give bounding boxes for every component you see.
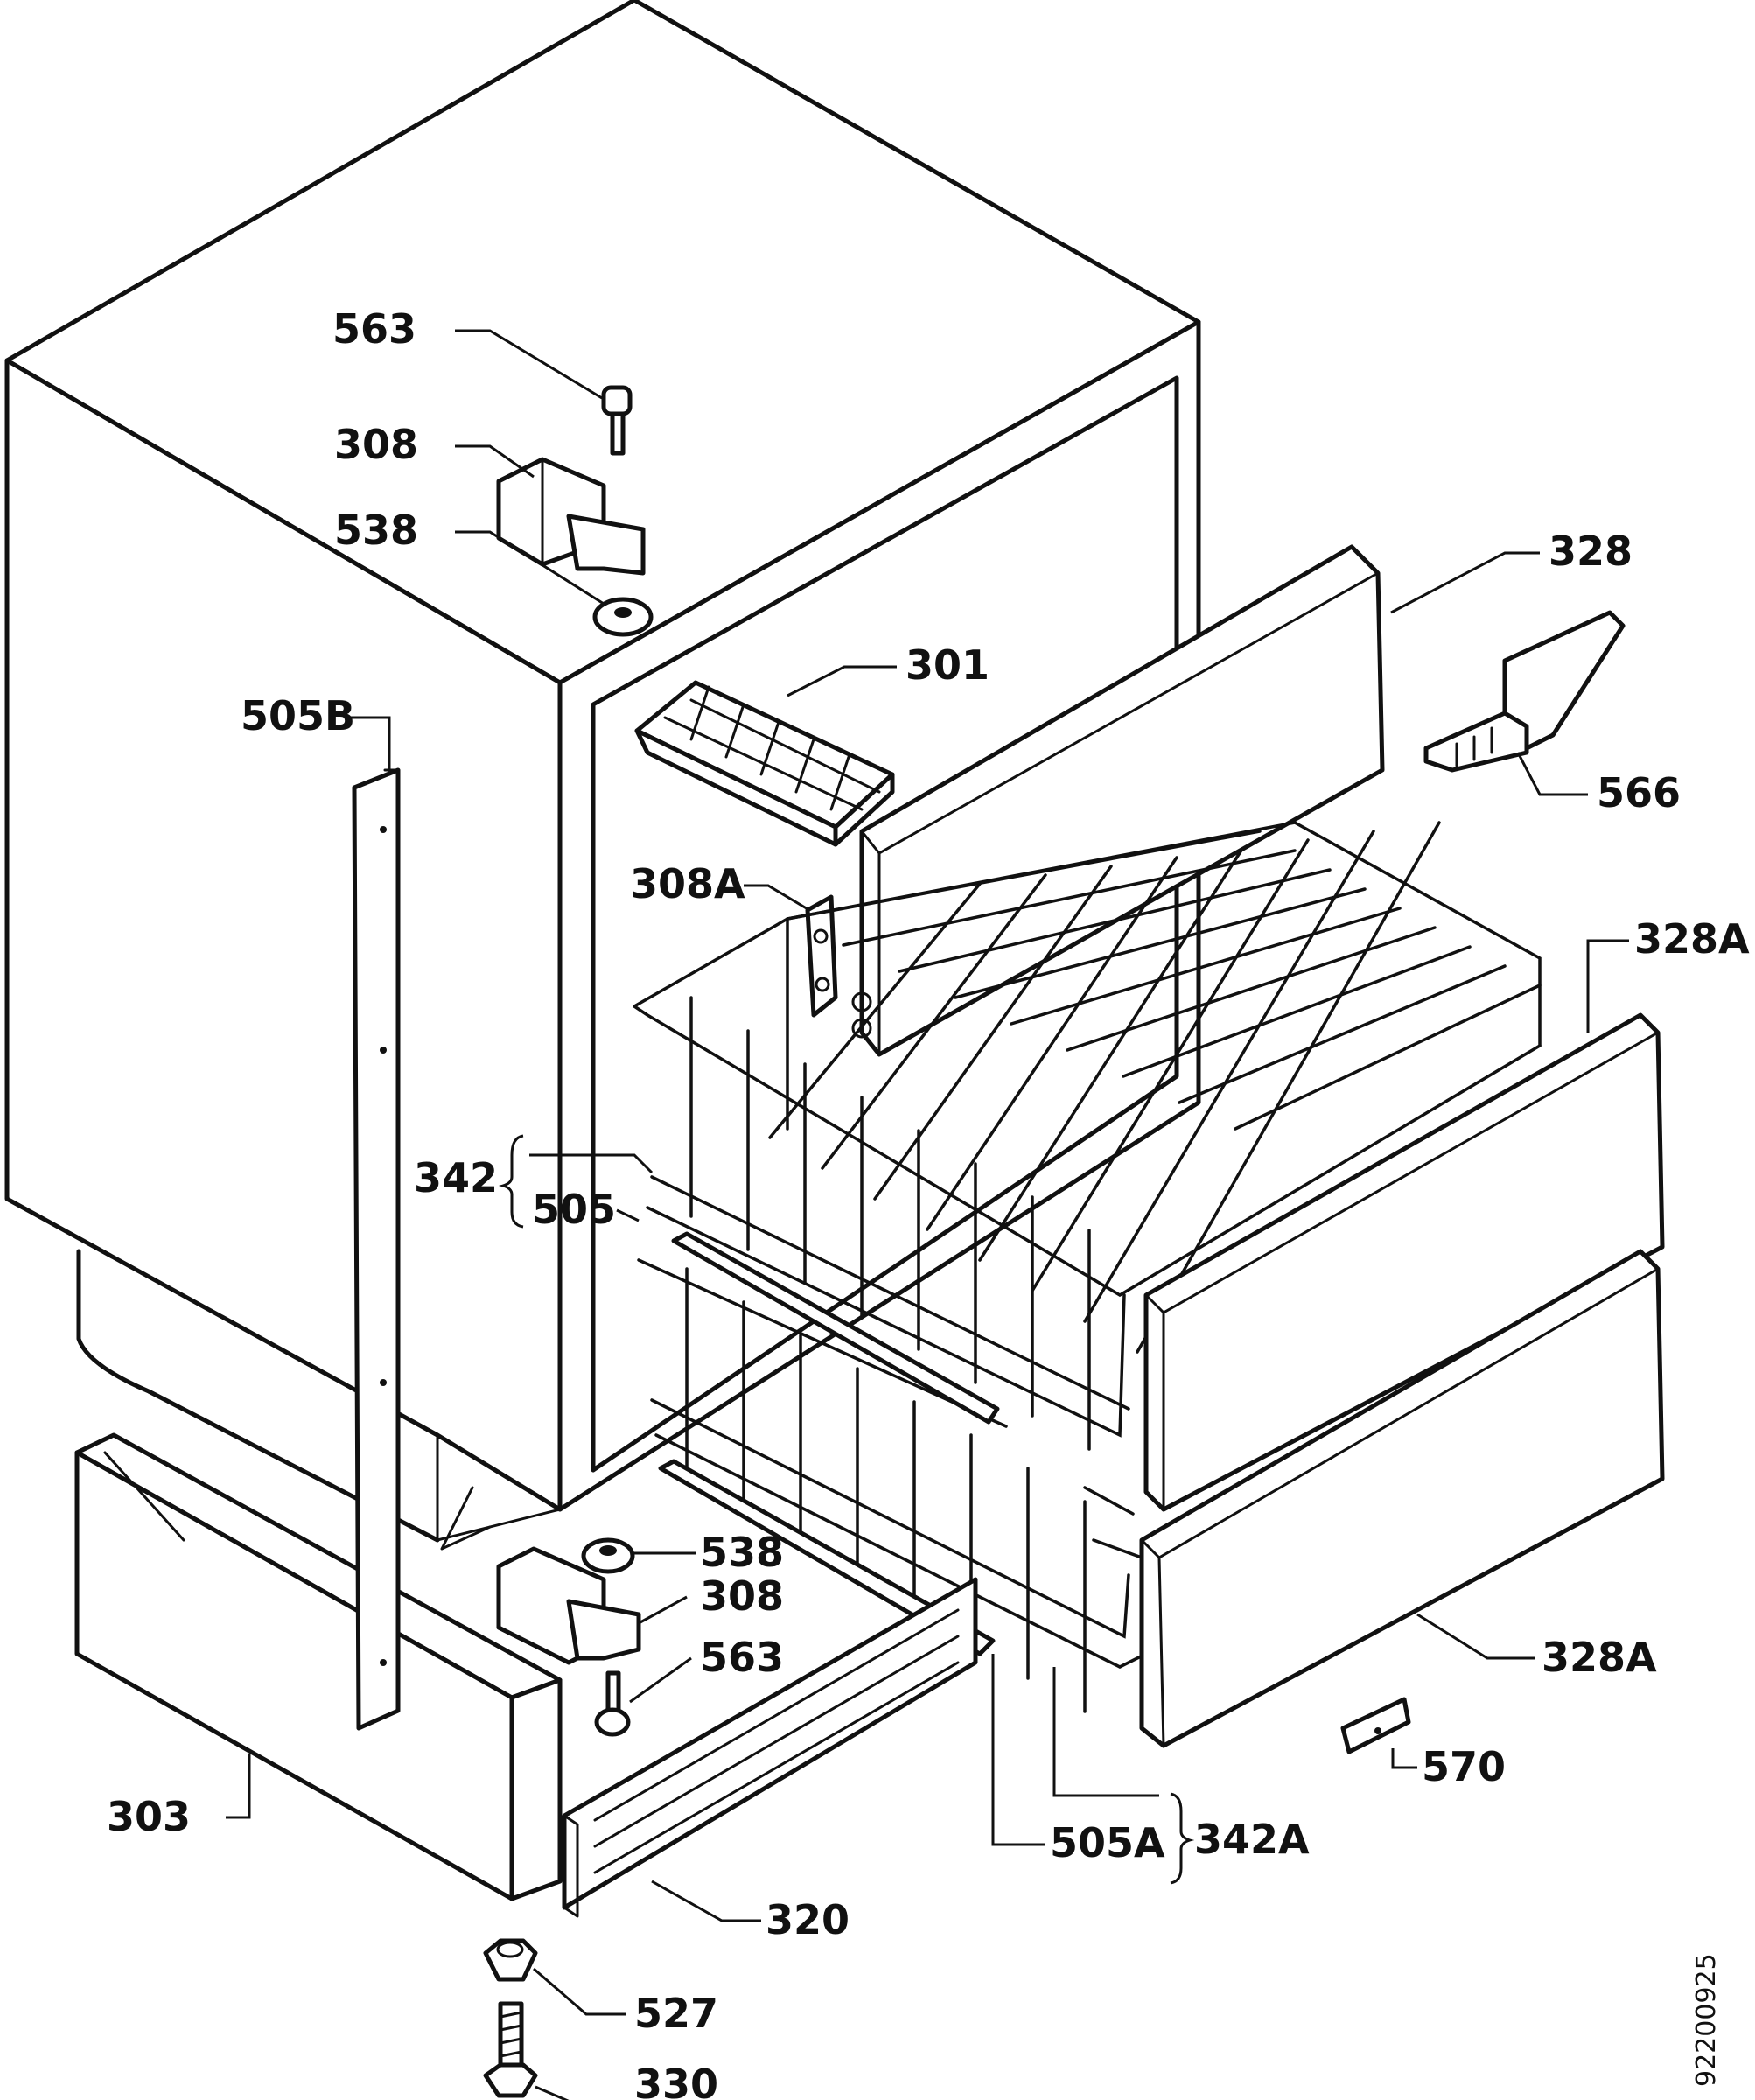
label-320: 320 (766, 1896, 850, 1943)
basket-wire (1083, 830, 1375, 1323)
cabinet-body (4, 0, 1201, 1550)
label-308-bottom: 308 (700, 1572, 784, 1620)
basket-wire (873, 864, 1113, 1200)
ice-tray-301 (634, 680, 895, 847)
label-563-bottom: 563 (700, 1634, 784, 1681)
runner-505A (658, 1459, 996, 1656)
basket-wire (898, 868, 1332, 973)
upper-wire-basket-342 (633, 821, 1542, 1451)
label-308-top: 308 (334, 421, 418, 468)
handle-570 (1340, 1697, 1411, 1754)
label-570: 570 (1422, 1743, 1506, 1790)
label-303: 303 (107, 1793, 191, 1840)
label-330: 330 (634, 2061, 718, 2100)
drawer-front-328A-lower (1139, 1249, 1665, 1748)
basket-wire (978, 847, 1244, 1262)
label-527: 527 (634, 1990, 718, 2037)
label-342: 342 (414, 1154, 498, 1201)
basket-wire (1010, 906, 1402, 1026)
basket-wire (842, 849, 1297, 947)
label-538-bottom: 538 (700, 1529, 784, 1576)
label-505A: 505A (1050, 1819, 1165, 1866)
flap-cover-328 (851, 544, 1385, 1057)
label-505: 505 (532, 1186, 616, 1233)
label-563-top: 563 (332, 305, 416, 353)
label-328A-top: 328A (1634, 915, 1750, 962)
label-308A: 308A (630, 860, 745, 907)
label-538-top: 538 (334, 507, 418, 554)
basket-wire (1031, 838, 1310, 1292)
nut-527 (483, 1938, 538, 1982)
basket-wire (768, 882, 982, 1139)
basket-wire (1122, 945, 1472, 1078)
leader-lines (226, 329, 1629, 2100)
kick-grille-320 (562, 1577, 978, 1918)
drawer-front-328A-upper (1143, 1012, 1665, 1512)
basket-wire (954, 887, 1367, 999)
hinge-strip-505B (352, 767, 401, 1731)
upper-hinge-group (496, 385, 654, 637)
basket-wire (1234, 984, 1542, 1130)
basket-wire (786, 830, 1262, 920)
basket-wire (1136, 821, 1441, 1354)
runner-505 (671, 1231, 1000, 1424)
basket-wire (821, 873, 1047, 1170)
ice-scraper-566 (1423, 610, 1626, 773)
drawing-code: 92200925 (1691, 1953, 1722, 2087)
label-328: 328 (1549, 528, 1633, 575)
lower-wire-basket-342A (637, 1258, 1148, 1713)
label-566: 566 (1597, 769, 1681, 816)
bolt-330 (483, 2001, 538, 2098)
basket-wire (1178, 964, 1507, 1104)
part-labels: 563 308 538 505B 301 328 566 308A 328A 3… (107, 305, 1750, 2100)
lower-hinge-group (496, 1537, 641, 1737)
basket-wire (926, 856, 1178, 1231)
label-505B: 505B (241, 692, 355, 739)
clip-308A (805, 894, 838, 1018)
label-342A: 342A (1194, 1816, 1310, 1863)
label-301: 301 (905, 641, 989, 689)
label-328A-bottom: 328A (1542, 1634, 1657, 1681)
